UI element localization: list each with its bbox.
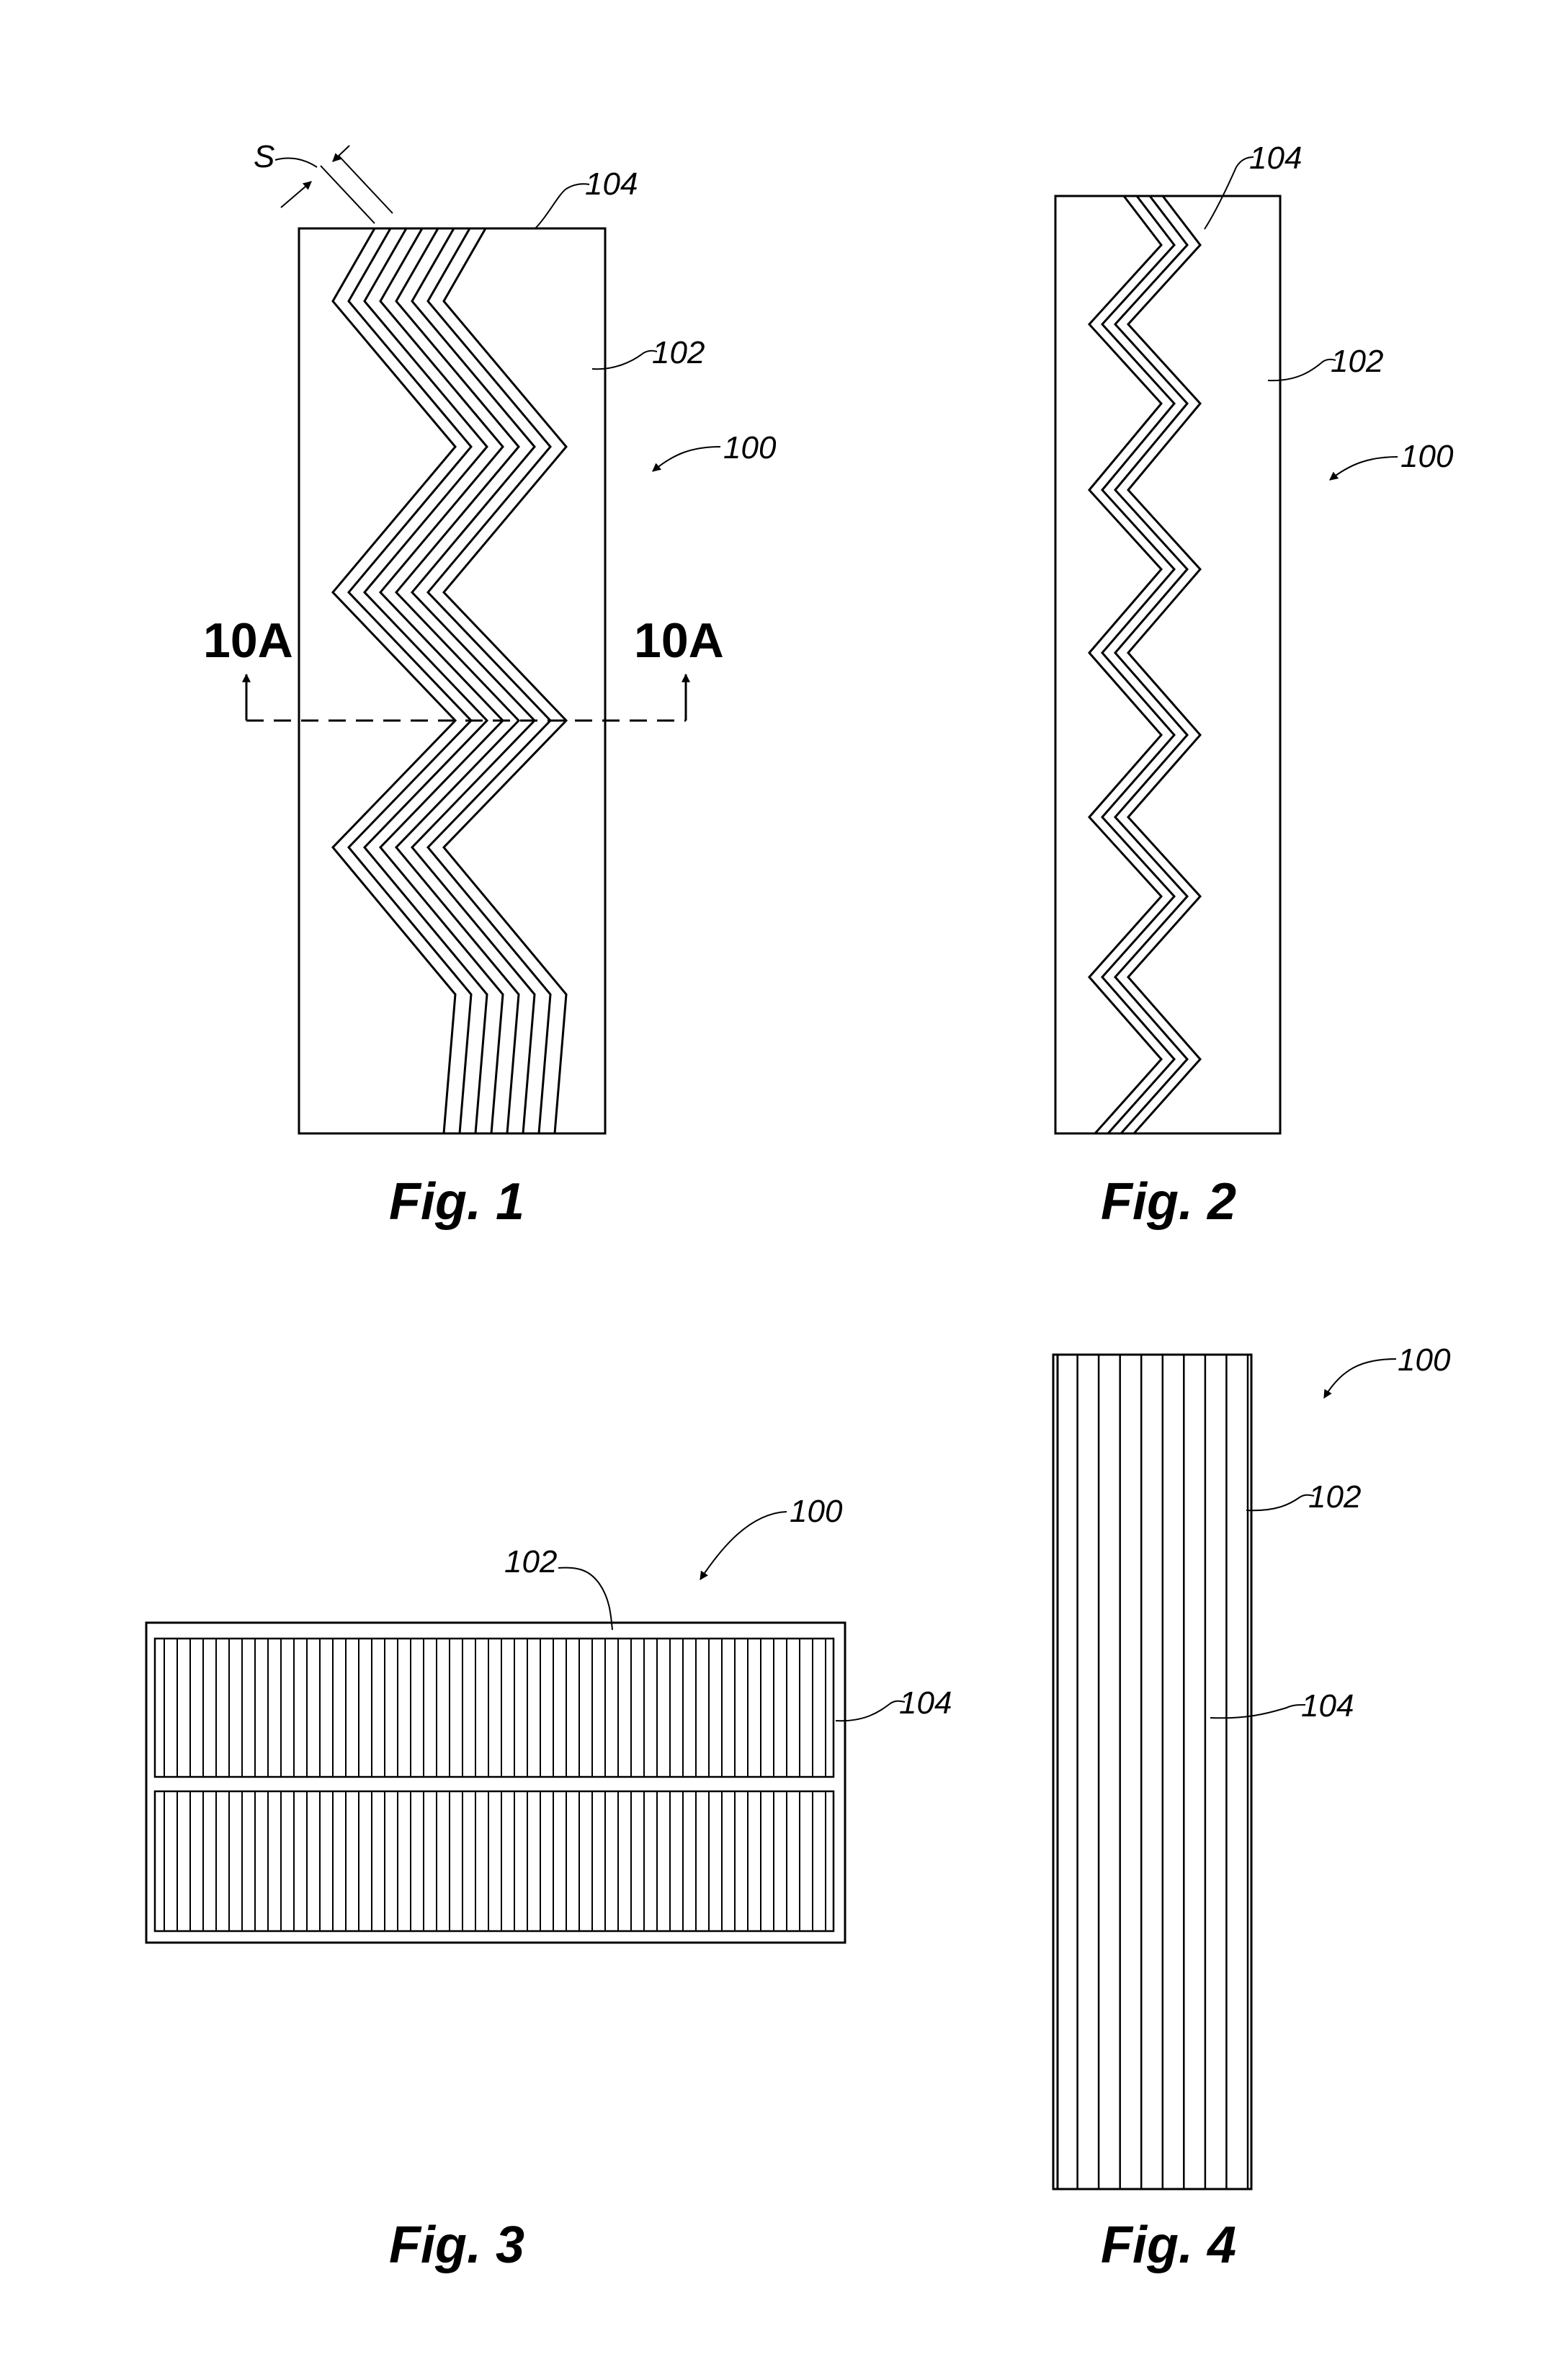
figure-1: S 104 102 100 10A 10A Fig. 1 — [203, 139, 777, 1231]
figure-4: 100 102 104 Fig. 4 — [1053, 1342, 1451, 2274]
fig1-caption: Fig. 1 — [389, 1173, 524, 1231]
fig3-label-104: 104 — [899, 1685, 952, 1721]
fig1-spacing-dimension — [275, 146, 393, 223]
fig2-label-102: 102 — [1331, 344, 1383, 379]
fig1-trace-8 — [444, 228, 566, 1133]
fig3-arrow-100 — [700, 1512, 787, 1579]
fig1-leader-104 — [535, 184, 589, 229]
fig1-label-104: 104 — [585, 166, 638, 202]
fig4-arrow-100 — [1324, 1359, 1396, 1398]
fig4-substrate-outline — [1053, 1355, 1251, 2189]
fig4-trace-lines — [1058, 1355, 1248, 2189]
fig1-arrow-100 — [653, 447, 720, 471]
fig3-lower-trace-band — [155, 1791, 834, 1931]
fig4-leader-102 — [1246, 1495, 1314, 1511]
fig1-trace-3 — [365, 228, 487, 1133]
fig1-trace-1 — [333, 228, 455, 1133]
fig4-label-100: 100 — [1398, 1342, 1451, 1378]
fig1-trace-5 — [396, 228, 519, 1133]
fig1-trace-7 — [428, 228, 550, 1133]
fig3-label-100: 100 — [790, 1494, 843, 1529]
fig2-zigzag-traces — [1089, 196, 1200, 1133]
fig3-upper-trace-band — [155, 1639, 834, 1777]
fig1-leader-102 — [592, 351, 657, 370]
fig2-trace-4 — [1128, 196, 1200, 1133]
fig1-section-label-right: 10A — [634, 613, 724, 668]
fig1-zigzag-traces — [333, 228, 566, 1133]
fig2-leader-102 — [1268, 360, 1336, 380]
figure-2: 104 102 100 Fig. 2 — [1055, 141, 1454, 1231]
fig1-section-label-left: 10A — [203, 613, 293, 668]
figure-3: 102 100 104 Fig. 3 — [146, 1494, 952, 2274]
fig2-caption: Fig. 2 — [1101, 1173, 1236, 1231]
fig2-trace-3 — [1115, 196, 1187, 1133]
fig2-label-104: 104 — [1249, 141, 1302, 176]
fig1-trace-6 — [412, 228, 535, 1133]
fig4-label-104: 104 — [1301, 1688, 1354, 1724]
fig1-label-100: 100 — [723, 430, 777, 465]
fig3-trace-lines — [164, 1639, 826, 1931]
fig2-label-100: 100 — [1400, 439, 1454, 474]
fig1-spacing-label: S — [254, 139, 274, 174]
fig2-leader-104 — [1205, 157, 1254, 229]
fig1-substrate-outline — [299, 228, 605, 1133]
fig4-caption: Fig. 4 — [1101, 2216, 1236, 2274]
fig3-label-102: 102 — [504, 1544, 557, 1579]
fig4-label-102: 102 — [1308, 1479, 1361, 1515]
fig1-label-102: 102 — [652, 335, 705, 370]
fig3-caption: Fig. 3 — [389, 2216, 524, 2274]
fig3-substrate-outline — [146, 1623, 845, 1943]
fig1-trace-2 — [349, 228, 471, 1133]
fig2-substrate-outline — [1055, 196, 1280, 1133]
fig3-leader-102 — [558, 1568, 612, 1630]
fig1-trace-4 — [380, 228, 503, 1133]
fig4-leader-104 — [1210, 1705, 1305, 1718]
fig2-arrow-100 — [1330, 457, 1398, 480]
